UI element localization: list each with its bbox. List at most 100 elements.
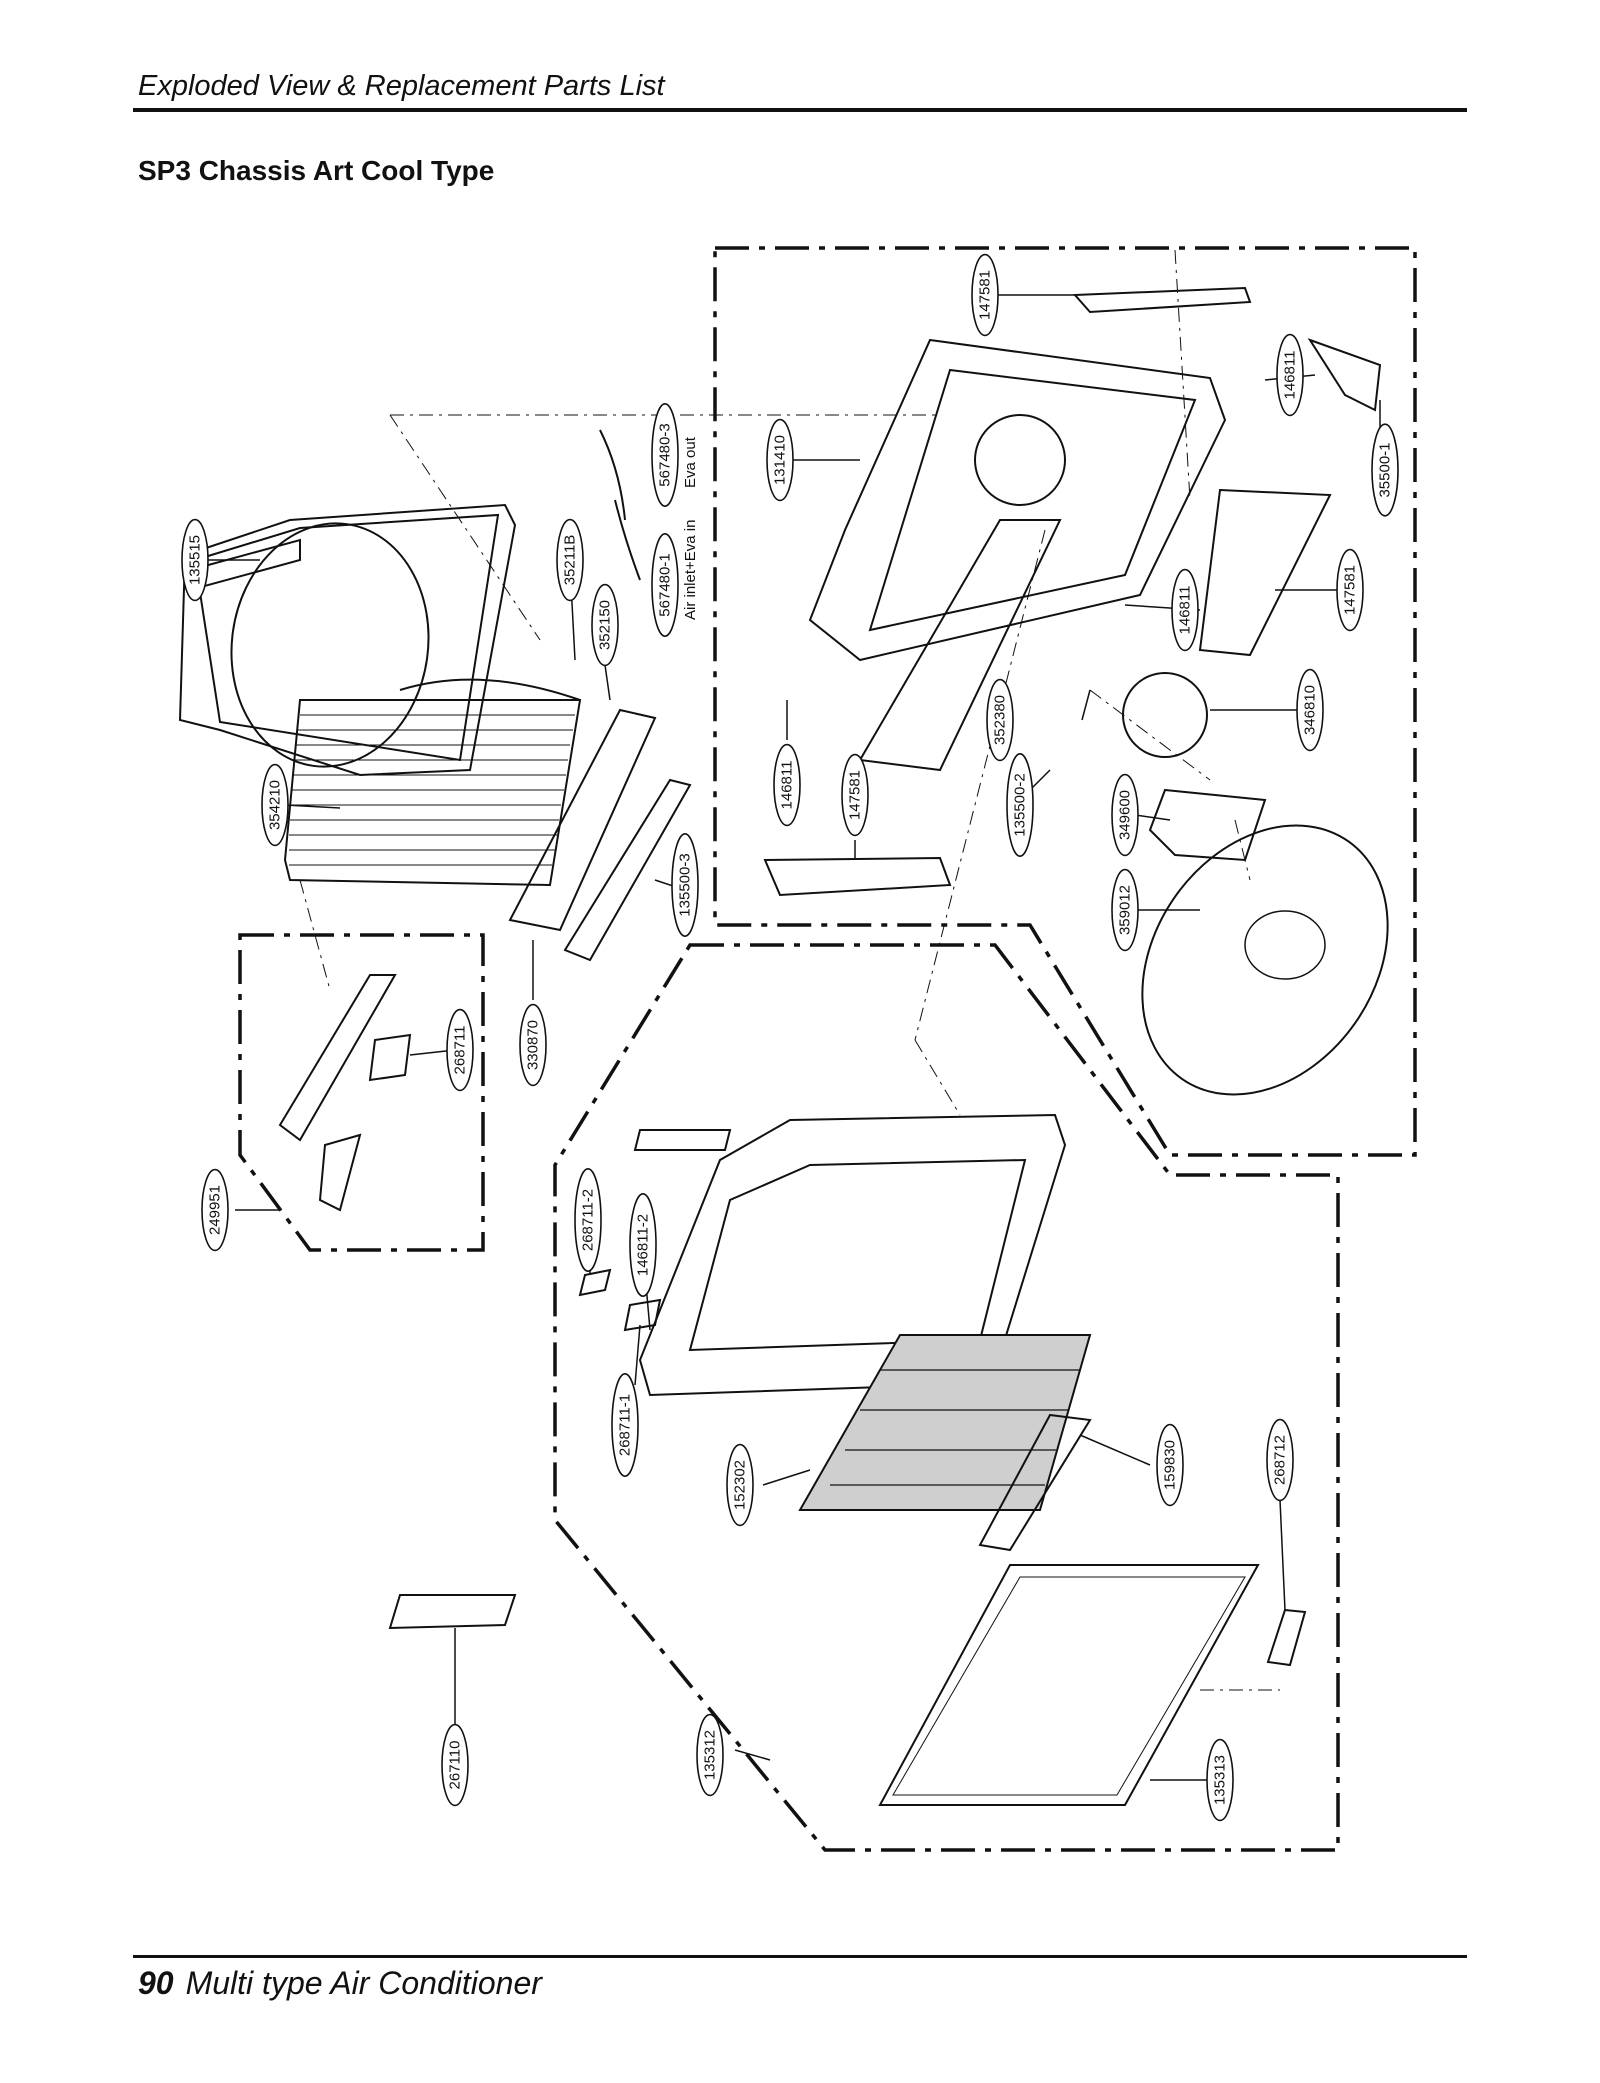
part-label-159830: 159830 xyxy=(1156,1423,1184,1507)
part-number-text: 268711-2 xyxy=(580,1189,597,1251)
part-label-135515: 135515 xyxy=(181,518,209,602)
part-number-text: 135312 xyxy=(702,1730,719,1780)
document-title: Multi type Air Conditioner xyxy=(185,1965,542,2001)
part-label-567480-3: 567480-3 xyxy=(651,402,679,508)
part-label-oval xyxy=(1206,1738,1234,1822)
part-number-text: 159830 xyxy=(1162,1440,1179,1490)
part-number-text: 249951 xyxy=(207,1185,224,1235)
part-label-oval xyxy=(671,832,699,938)
display-part-drawing xyxy=(1266,1608,1307,1667)
part-number-text: 567480-3 xyxy=(657,423,674,486)
part-number-text: 146811 xyxy=(1177,586,1194,635)
top-cover-plate-drawing xyxy=(1072,286,1252,314)
part-label-oval xyxy=(1276,333,1304,417)
cassette-body-drawing xyxy=(808,338,1227,772)
part-label-567480-1: 567480-1 xyxy=(651,532,679,638)
part-label-267110: 267110 xyxy=(441,1723,469,1807)
part-label-268711: 268711 xyxy=(446,1008,474,1092)
small-bracket-drawing xyxy=(633,1129,732,1151)
part-number-text: 35211B xyxy=(562,535,579,586)
part-label-oval xyxy=(574,1167,602,1273)
part-label-oval xyxy=(181,518,209,602)
part-label-oval xyxy=(446,1008,474,1092)
region-border-front-panel xyxy=(553,943,1340,1852)
part-number-text: 359012 xyxy=(1117,885,1134,935)
drain-tray-drawing xyxy=(508,708,692,962)
bottom-cover-plate-drawing xyxy=(763,856,952,897)
part-number-text: 346810 xyxy=(1302,685,1319,735)
part-number-text: 268711 xyxy=(452,1026,469,1075)
part-label-oval xyxy=(651,532,679,638)
page-number: 90 xyxy=(138,1965,174,2001)
part-number-text: 135313 xyxy=(1212,1755,1229,1805)
part-label-oval xyxy=(726,1443,754,1527)
part-label-268711-1: 268711-1 xyxy=(611,1372,639,1478)
control-pcb-drawing xyxy=(368,1033,412,1082)
part-label-268711-2: 268711-2 xyxy=(574,1167,602,1273)
part-label-oval xyxy=(971,253,999,337)
part-label-oval xyxy=(766,418,794,502)
part-label-35211b: 35211B xyxy=(556,518,584,602)
part-label-146811-2: 146811-2 xyxy=(629,1192,657,1298)
part-label-oval xyxy=(986,678,1014,762)
part-label-346810: 346810 xyxy=(1296,668,1324,752)
part-label-249951: 249951 xyxy=(201,1168,229,1252)
part-label-135312: 135312 xyxy=(696,1713,724,1797)
part-label-oval xyxy=(1171,568,1199,652)
part-label-oval xyxy=(651,402,679,508)
part-label-147581: 147581 xyxy=(841,753,869,837)
part-number-text: 147581 xyxy=(977,270,994,320)
part-label-oval xyxy=(1111,868,1139,952)
part-number-text: 349600 xyxy=(1117,790,1134,840)
motor-mount-drawing xyxy=(1148,788,1267,862)
part-number-text: 330870 xyxy=(525,1020,542,1070)
part-number-text: 267110 xyxy=(447,1741,464,1790)
front-decor-panel-drawing xyxy=(878,1564,1260,1806)
part-label-oval xyxy=(841,753,869,837)
part-number-text: 147581 xyxy=(1342,565,1359,615)
air-inlet-note: Air inlet+Eva in xyxy=(682,520,699,620)
control-bracket-drawing xyxy=(278,974,397,1142)
part-label-354210: 354210 xyxy=(261,763,289,847)
part-label-135500-3: 135500-3 xyxy=(671,832,699,938)
part-labels: 135515 354210 35211B 352150 567480-3 567480-1… xyxy=(181,253,1399,1822)
part-label-oval xyxy=(1266,1418,1294,1502)
part-label-135500-2: 135500-2 xyxy=(1006,752,1034,858)
part-number-text: 268712 xyxy=(1272,1435,1289,1485)
air-filter-drawing xyxy=(798,1334,1092,1511)
wire-harness-drawing xyxy=(599,429,641,581)
part-label-oval xyxy=(441,1723,469,1807)
part-label-oval xyxy=(1371,423,1399,517)
fan-motor-drawing xyxy=(1122,672,1208,758)
part-number-text: 146811 xyxy=(779,761,796,810)
part-label-146811: 146811 xyxy=(1171,568,1199,652)
header-rule xyxy=(133,108,1467,112)
part-label-35500-1: 35500-1 xyxy=(1371,423,1399,517)
small-pcb-drawing xyxy=(578,1268,612,1297)
region-border-control-box xyxy=(238,933,485,1252)
part-label-146811: 146811 xyxy=(773,743,801,827)
part-number-text: 147581 xyxy=(847,770,864,820)
turbo-fan-drawing xyxy=(1141,824,1389,1096)
part-label-oval xyxy=(556,518,584,602)
part-label-oval xyxy=(1296,668,1324,752)
section-header: Exploded View & Replacement Parts List xyxy=(138,70,665,102)
part-number-text: 135500-3 xyxy=(677,853,694,916)
part-label-oval xyxy=(591,583,619,667)
part-number-text: 135515 xyxy=(187,535,204,585)
part-label-oval xyxy=(696,1713,724,1797)
chassis-frame-drawing xyxy=(178,503,517,777)
part-label-268712: 268712 xyxy=(1266,1418,1294,1502)
part-label-152302: 152302 xyxy=(726,1443,754,1527)
corner-piece-drawing xyxy=(1307,338,1382,412)
part-label-147581: 147581 xyxy=(971,253,999,337)
right-cover-plate-drawing xyxy=(1198,488,1332,657)
part-label-oval xyxy=(1111,773,1139,857)
part-number-text: 152302 xyxy=(732,1460,749,1510)
part-number-text: 135500-2 xyxy=(1012,773,1029,836)
remote-control-drawing xyxy=(388,1594,517,1630)
part-label-352150: 352150 xyxy=(591,583,619,667)
part-label-oval xyxy=(1006,752,1034,858)
part-label-349600: 349600 xyxy=(1111,773,1139,857)
